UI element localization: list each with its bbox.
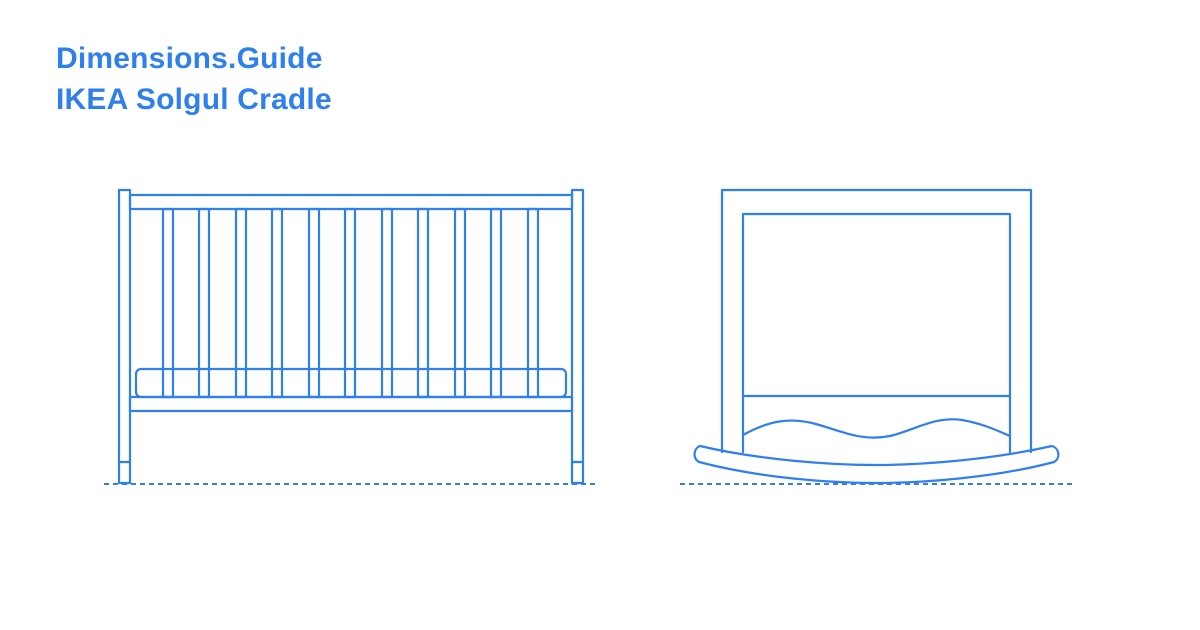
side-lower-frame: [741, 394, 1012, 454]
slat: [161, 207, 175, 399]
slat: [416, 207, 430, 399]
slat: [526, 207, 540, 399]
right-post: [570, 188, 585, 485]
side-elevation-view: [693, 188, 1060, 485]
rocker: [693, 444, 1060, 485]
bottom-rail: [128, 395, 574, 413]
side-wave: [741, 418, 1012, 439]
header: Dimensions.Guide IKEA Solgul Cradle: [56, 38, 332, 120]
slat: [307, 207, 321, 399]
slat: [453, 207, 467, 399]
slat: [380, 207, 394, 399]
item-title: IKEA Solgul Cradle: [56, 83, 332, 116]
slat: [197, 207, 211, 399]
top-rail: [128, 193, 574, 211]
slat: [489, 207, 503, 399]
left-post: [117, 188, 132, 485]
slat: [234, 207, 248, 399]
slat: [343, 207, 357, 399]
site-title: Dimensions.Guide: [56, 42, 323, 75]
side-outer-frame: [720, 188, 1033, 454]
slats: [161, 207, 540, 399]
side-inner-panel: [741, 212, 1012, 398]
slat: [270, 207, 284, 399]
front-elevation-view: [117, 188, 585, 485]
